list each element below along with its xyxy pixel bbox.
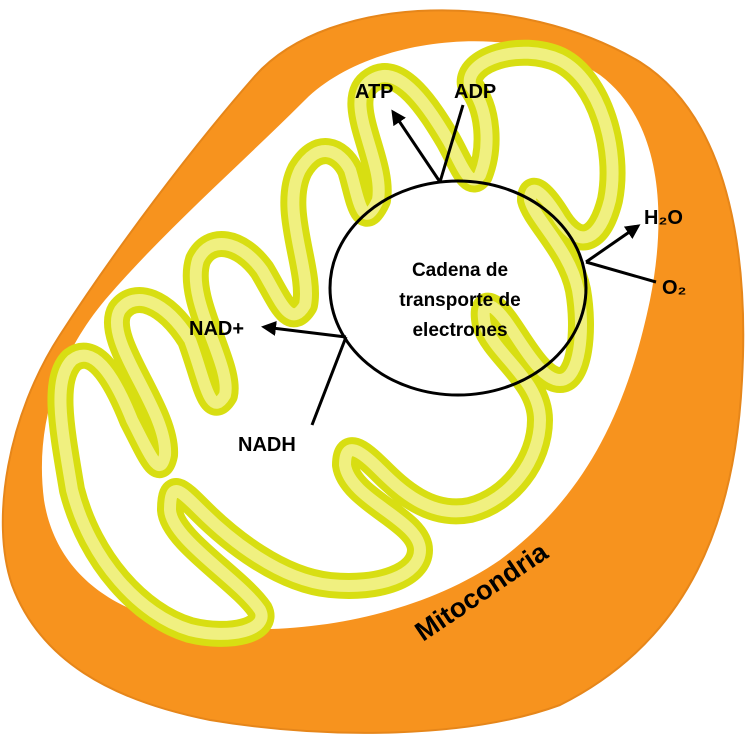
chain-label-line-3: electrones [412,320,507,341]
atp-arrow [391,109,442,183]
h2o-label: H₂O [644,207,683,229]
chain-label-line-1: Cadena de [412,260,508,281]
chain-label-line-2: transporte de [399,290,520,311]
adp-label: ADP [454,81,496,103]
h2o-arrow [585,224,641,264]
cristae [47,39,626,647]
nadh-label: NADH [238,434,296,456]
nad-plus-label: NAD+ [189,318,244,340]
nadh-line [310,336,348,426]
o2-line [585,260,657,284]
atp-label: ATP [355,81,394,103]
adp-line [438,104,465,183]
o2-label: O₂ [662,277,686,299]
cristae-inner-fill [54,46,619,640]
connectors [261,104,657,426]
nad-plus-arrow [261,321,347,339]
electron-transport-chain-circle [328,179,588,397]
